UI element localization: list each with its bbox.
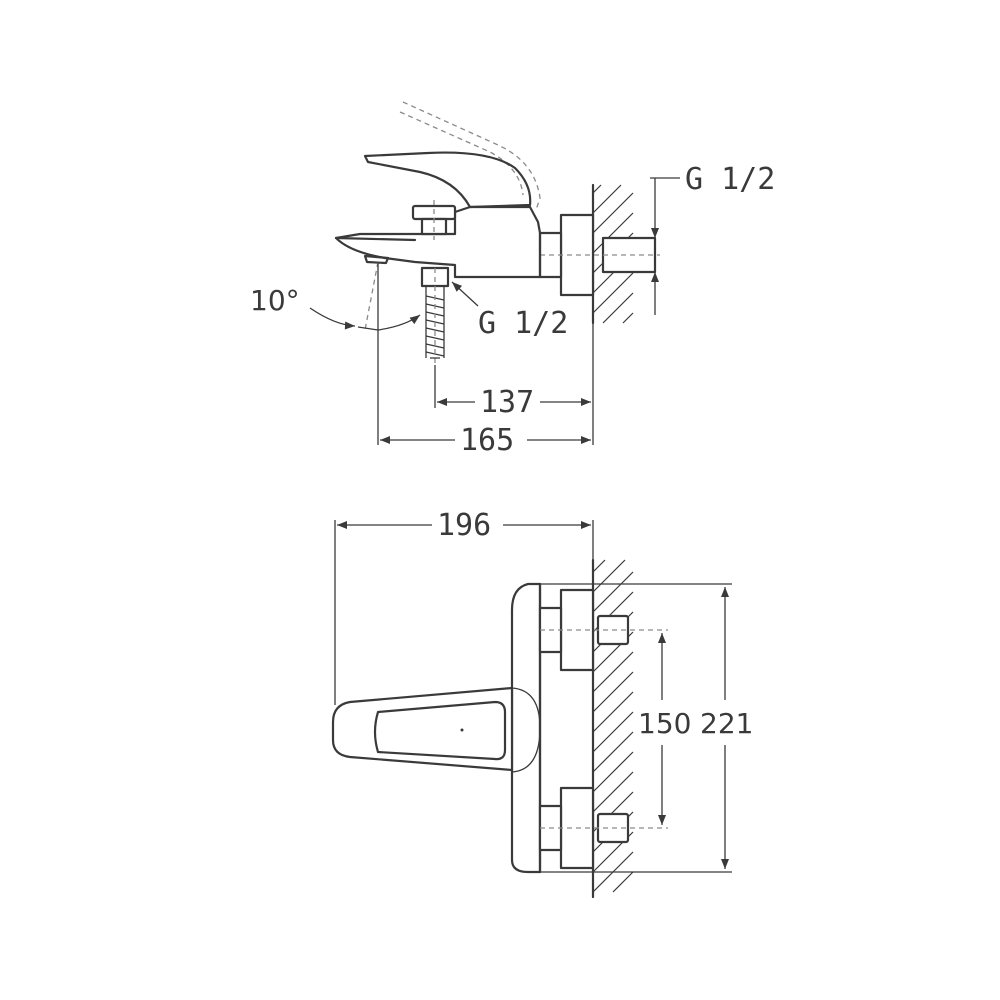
front-view: 196 <box>331 508 753 899</box>
front-wall <box>591 558 634 899</box>
front-top-connector <box>538 588 668 672</box>
side-angle-label: 10° <box>250 284 300 317</box>
side-diverter-knob <box>411 200 457 240</box>
side-eccentric-connector <box>538 213 660 297</box>
side-mixer-body <box>334 205 542 279</box>
side-shower-outlet <box>420 266 450 365</box>
front-bottom-connector <box>538 786 668 870</box>
side-inlet-thread-label: G 1/2 <box>478 306 568 341</box>
side-dim-137-label: 137 <box>480 385 534 420</box>
side-outlet-thread-label: G 1/2 <box>685 162 775 197</box>
front-mixer-body <box>510 582 542 874</box>
side-lever-handle <box>363 151 532 209</box>
side-angle-dim <box>309 307 421 331</box>
side-dim-165-label: 165 <box>460 423 514 458</box>
front-dim-150-label: 150 <box>638 707 691 740</box>
front-dim-221-label: 221 <box>700 707 753 740</box>
side-view: G 1/2 G 1/2 10° 137 165 <box>250 101 775 458</box>
side-lever-raised-outline <box>402 101 541 211</box>
side-outlet-thread-dim <box>650 177 680 315</box>
front-dim-196-label: 196 <box>437 508 491 543</box>
